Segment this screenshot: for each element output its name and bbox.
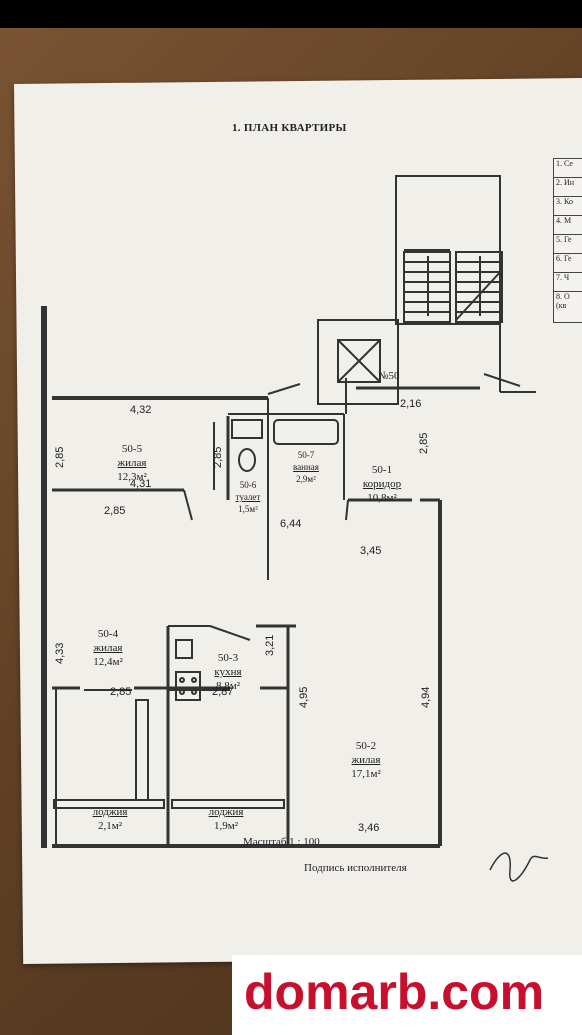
dim-4-32: 4,32	[130, 404, 152, 416]
legend-row: 3. Ко	[553, 196, 582, 215]
room-50-7-id: 50-7	[297, 450, 315, 460]
dim-2-16: 2,16	[400, 398, 422, 410]
dim-3-21: 3,21	[264, 634, 276, 656]
dim-2-87: 2,87	[212, 686, 234, 698]
signature-scribble	[489, 852, 549, 882]
toilet-cistern	[231, 419, 263, 439]
plan-title: 1. ПЛАН КВАРТИРЫ	[232, 122, 347, 134]
signature-label: Подпись исполнителя	[304, 862, 407, 874]
dim-6-44: 6,44	[280, 518, 302, 530]
legend-row: 1. Се	[553, 158, 582, 177]
room-50-2-id: 50-2	[355, 740, 377, 752]
room-50-5-id: 50-5	[121, 443, 143, 455]
room-50-5-area: 12,3м²	[117, 471, 147, 483]
elevator-car	[337, 339, 381, 383]
room-50-3-type: кухня	[214, 666, 242, 678]
legend-row: 8. О (кв	[553, 291, 582, 323]
room-50-1-type: коридор	[362, 478, 402, 490]
scale-label: Масштаб 1 : 100	[243, 836, 320, 848]
dim-3-46: 3,46	[358, 822, 380, 834]
loggia-left-type: лоджия	[92, 806, 128, 818]
dim-2-85-room4: 2,85	[104, 505, 126, 517]
apartment-number: №50	[378, 370, 400, 382]
dim-4-95: 4,95	[298, 686, 310, 708]
dim-2-85-wc: 2,85	[212, 446, 224, 468]
room-50-6-id: 50-6	[239, 480, 257, 490]
legend-row: 4. М	[553, 215, 582, 234]
elevator-shaft-outline	[317, 319, 399, 405]
room-50-1-id: 50-1	[371, 464, 393, 476]
legend-row: 5. Ге	[553, 234, 582, 253]
legend-row: 6. Ге	[553, 253, 582, 272]
watermark-text: domarb.com	[244, 964, 545, 1020]
dim-4-31: 4,31	[130, 478, 152, 490]
room-50-5-type: жилая	[117, 457, 147, 469]
loggia-right-area: 1,9м²	[213, 820, 239, 832]
room-50-2-area: 17,1м²	[351, 768, 381, 780]
dim-3-45: 3,45	[360, 545, 382, 557]
stairwell-outline	[395, 175, 501, 325]
stove	[175, 671, 201, 701]
legend-table: 1. Се 2. Ин 3. Ко 4. М 5. Ге 6. Ге 7. Ч …	[553, 158, 582, 323]
room-50-6-type: туалет	[235, 492, 261, 502]
dim-2-85-loggia: 2,85	[110, 686, 132, 698]
dim-2-85-left: 2,85	[54, 446, 66, 468]
dim-4-33: 4,33	[54, 642, 66, 664]
top-bar	[0, 0, 582, 28]
room-50-4-type: жилая	[93, 642, 123, 654]
room-50-4-area: 12,4м²	[93, 656, 123, 668]
room-50-2-type: жилая	[351, 754, 381, 766]
kitchen-sink	[175, 639, 193, 659]
watermark-banner: domarb.com	[232, 955, 582, 1035]
toilet-bowl	[238, 448, 256, 472]
room-50-7-area: 2,9м²	[296, 474, 316, 484]
room-50-1-area: 10,8м²	[367, 492, 397, 504]
loggia-left-area: 2,1м²	[97, 820, 123, 832]
room-50-7-type: ванная	[293, 462, 319, 472]
dim-2-85-corridor: 2,85	[418, 432, 430, 454]
room-50-3-area: 8,8м²	[215, 680, 241, 692]
stair-flight-right	[455, 251, 503, 323]
legend-row: 7. Ч	[553, 272, 582, 291]
room-50-6-area: 1,5м²	[238, 504, 258, 514]
legend-row: 2. Ин	[553, 177, 582, 196]
loggia-right-type: лоджия	[208, 806, 244, 818]
room-50-4-id: 50-4	[97, 628, 119, 640]
dim-4-94: 4,94	[420, 686, 432, 708]
stair-flight-left	[403, 251, 451, 323]
bathtub	[273, 419, 339, 445]
room-50-3-id: 50-3	[217, 652, 239, 664]
